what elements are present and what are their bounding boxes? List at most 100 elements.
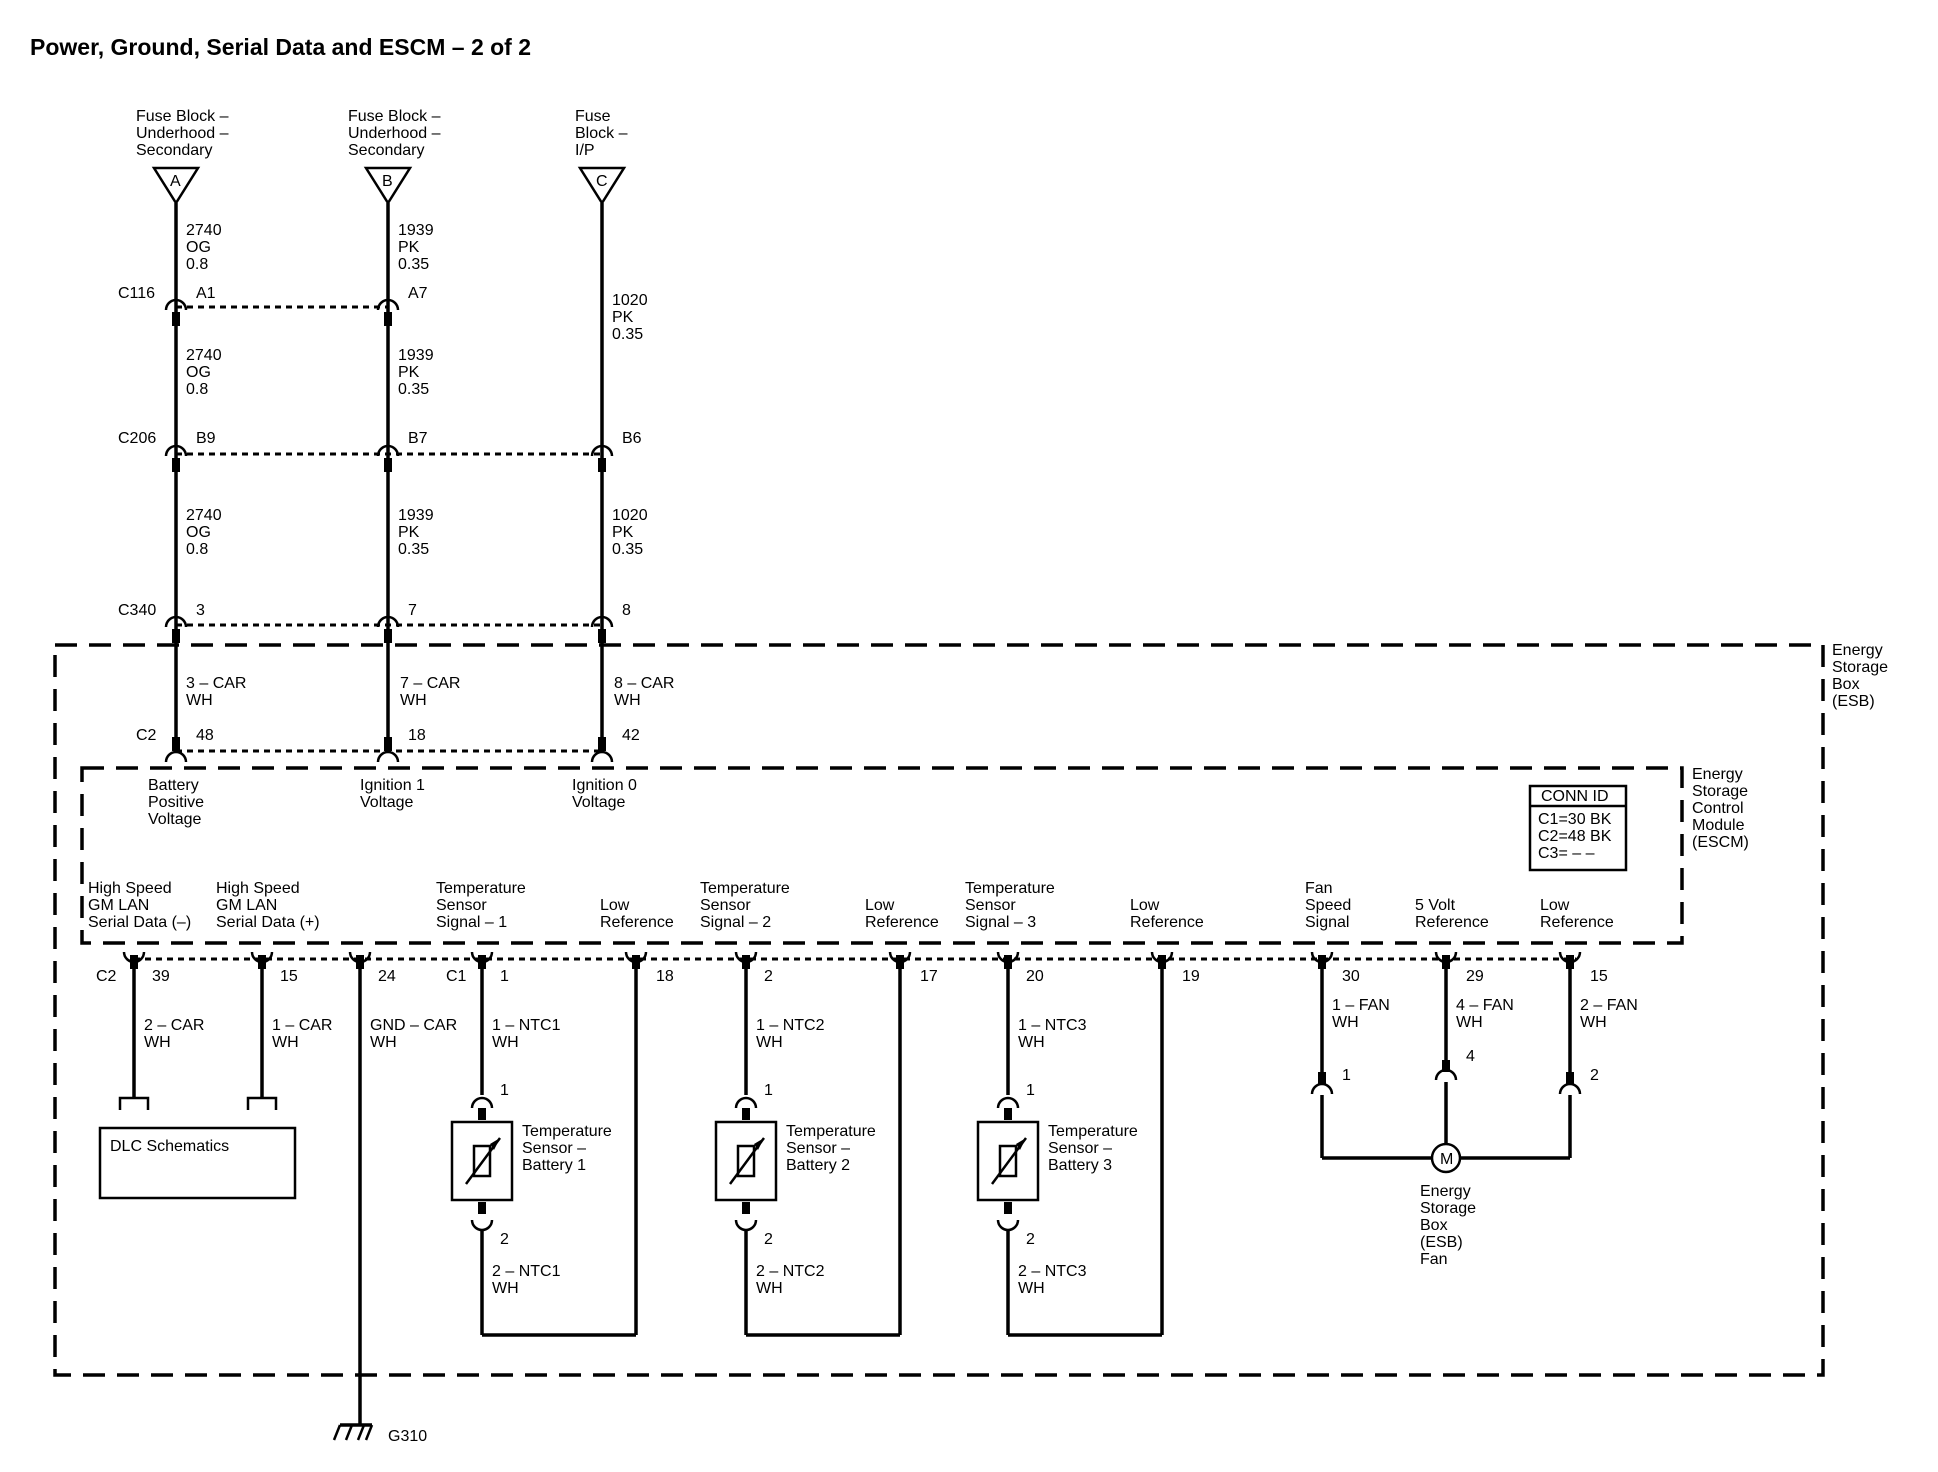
escm-label: Energy Storage Control Module (ESCM) bbox=[1692, 766, 1749, 851]
svg-text:2 – FAN: 2 – FAN bbox=[1580, 997, 1638, 1014]
conn-id-box: CONN ID C1=30 BK C2=48 BK C3= – – bbox=[1528, 784, 1628, 872]
wire-label-c-inside: 8 – CAR WH bbox=[614, 675, 674, 709]
svg-text:WH: WH bbox=[400, 692, 427, 709]
svg-text:5 Volt: 5 Volt bbox=[1415, 897, 1456, 914]
fuse-c-label-1: Fuse bbox=[575, 108, 611, 125]
fuse-a-label-2: Underhood – bbox=[136, 125, 229, 142]
svg-text:Control: Control bbox=[1692, 800, 1744, 817]
dlc-schematics-label: DLC Schematics bbox=[110, 1138, 229, 1155]
wire-label-a-seg2: 2740 OG 0.8 bbox=[186, 347, 222, 398]
svg-text:Sensor –: Sensor – bbox=[1048, 1140, 1112, 1157]
signal-low-ref-2: Low Reference bbox=[865, 897, 939, 931]
svg-text:Temperature: Temperature bbox=[522, 1123, 612, 1140]
input-ignition-0: Ignition 0 Voltage bbox=[572, 777, 637, 811]
svg-text:WH: WH bbox=[144, 1034, 171, 1051]
svg-text:Low: Low bbox=[1540, 897, 1570, 914]
fuse-a-letter: A bbox=[170, 173, 181, 190]
wire-label-c-seg3: 1020 PK 0.35 bbox=[612, 507, 648, 558]
svg-text:Serial Data (–): Serial Data (–) bbox=[88, 914, 191, 931]
svg-text:Module: Module bbox=[1692, 817, 1745, 834]
fuse-b-label-2: Underhood – bbox=[348, 125, 441, 142]
fuse-b-label-1: Fuse Block – bbox=[348, 108, 441, 125]
svg-text:7: 7 bbox=[408, 602, 417, 619]
fuse-c-triangle bbox=[577, 166, 627, 206]
svg-text:C206: C206 bbox=[118, 430, 156, 447]
svg-text:PK: PK bbox=[612, 309, 634, 326]
svg-text:Reference: Reference bbox=[1415, 914, 1489, 931]
svg-text:Temperature: Temperature bbox=[786, 1123, 876, 1140]
svg-text:2: 2 bbox=[764, 1231, 773, 1248]
svg-text:29: 29 bbox=[1466, 968, 1484, 985]
page-title: Power, Ground, Serial Data and ESCM – 2 … bbox=[30, 34, 531, 60]
svg-text:4: 4 bbox=[1466, 1048, 1475, 1065]
svg-text:Low: Low bbox=[865, 897, 895, 914]
svg-text:WH: WH bbox=[756, 1280, 783, 1297]
svg-text:7 – CAR: 7 – CAR bbox=[400, 675, 460, 692]
svg-text:C1=30 BK: C1=30 BK bbox=[1538, 811, 1612, 828]
esb-label: Energy Storage Box (ESB) bbox=[1832, 642, 1888, 710]
svg-text:0.8: 0.8 bbox=[186, 541, 208, 558]
svg-text:B7: B7 bbox=[408, 430, 428, 447]
svg-text:GM LAN: GM LAN bbox=[88, 897, 149, 914]
signal-five-volt-ref: 5 Volt Reference bbox=[1415, 897, 1489, 931]
svg-text:2740: 2740 bbox=[186, 222, 222, 239]
svg-text:1: 1 bbox=[1342, 1067, 1351, 1084]
svg-text:Fan: Fan bbox=[1305, 880, 1333, 897]
svg-text:Battery 2: Battery 2 bbox=[786, 1157, 850, 1174]
escm-box bbox=[80, 766, 1684, 945]
svg-text:Temperature: Temperature bbox=[436, 880, 526, 897]
signal-fan-speed: Fan Speed Signal bbox=[1305, 880, 1351, 931]
svg-text:C3= – –: C3= – – bbox=[1538, 845, 1595, 862]
lan-wires: 2 – CAR WH 1 – CAR WH bbox=[118, 969, 332, 1110]
svg-text:8: 8 bbox=[622, 602, 631, 619]
conn-id-header: CONN ID bbox=[1541, 788, 1609, 805]
svg-text:1020: 1020 bbox=[612, 292, 648, 309]
svg-text:Ignition 1: Ignition 1 bbox=[360, 777, 425, 794]
svg-text:15: 15 bbox=[280, 968, 298, 985]
svg-text:0.35: 0.35 bbox=[612, 541, 643, 558]
svg-text:High Speed: High Speed bbox=[88, 880, 172, 897]
svg-text:0.35: 0.35 bbox=[398, 381, 429, 398]
svg-text:Storage: Storage bbox=[1692, 783, 1748, 800]
svg-text:Sensor –: Sensor – bbox=[522, 1140, 586, 1157]
svg-text:1939: 1939 bbox=[398, 222, 434, 239]
svg-text:0.35: 0.35 bbox=[612, 326, 643, 343]
fuse-a-label-3: Secondary bbox=[136, 142, 213, 159]
svg-text:15: 15 bbox=[1590, 968, 1608, 985]
svg-text:WH: WH bbox=[492, 1034, 519, 1051]
wire-label-b-seg3: 1939 PK 0.35 bbox=[398, 507, 434, 558]
esb-box bbox=[53, 643, 1825, 1377]
svg-text:Signal – 3: Signal – 3 bbox=[965, 914, 1036, 931]
svg-text:3: 3 bbox=[196, 602, 205, 619]
wire-label-a-inside: 3 – CAR WH bbox=[186, 675, 246, 709]
wire-label-c-seg1: 1020 PK 0.35 bbox=[612, 292, 648, 343]
svg-text:1020: 1020 bbox=[612, 507, 648, 524]
input-battery-positive: Battery Positive Voltage bbox=[148, 777, 204, 828]
svg-text:17: 17 bbox=[920, 968, 938, 985]
svg-text:C2: C2 bbox=[136, 727, 157, 744]
connector-c206: C206 B9 B7 B6 bbox=[118, 430, 642, 472]
svg-text:2 – NTC2: 2 – NTC2 bbox=[756, 1263, 825, 1280]
svg-text:PK: PK bbox=[398, 239, 420, 256]
svg-text:GND – CAR: GND – CAR bbox=[370, 1017, 457, 1034]
svg-text:B9: B9 bbox=[196, 430, 216, 447]
fuse-c-label-2: Block – bbox=[575, 125, 628, 142]
svg-text:WH: WH bbox=[756, 1034, 783, 1051]
svg-text:2 – NTC3: 2 – NTC3 bbox=[1018, 1263, 1087, 1280]
svg-text:3 – CAR: 3 – CAR bbox=[186, 675, 246, 692]
svg-text:A7: A7 bbox=[408, 285, 428, 302]
svg-text:1939: 1939 bbox=[398, 347, 434, 364]
svg-text:Energy: Energy bbox=[1692, 766, 1743, 783]
connector-c1: C1 1 18 2 17 20 19 30 29 15 bbox=[446, 968, 1608, 985]
svg-text:Signal – 2: Signal – 2 bbox=[700, 914, 771, 931]
signal-lan-neg: High Speed GM LAN Serial Data (–) bbox=[88, 880, 191, 931]
svg-text:PK: PK bbox=[398, 524, 420, 541]
svg-text:Temperature: Temperature bbox=[965, 880, 1055, 897]
svg-text:Sensor: Sensor bbox=[700, 897, 751, 914]
wire-label-a-seg1: 2740 OG 0.8 bbox=[186, 222, 222, 273]
svg-text:A1: A1 bbox=[196, 285, 216, 302]
connector-c116: C116 A1 A7 bbox=[118, 285, 428, 326]
dlc-schematics-box[interactable]: DLC Schematics bbox=[98, 1126, 297, 1200]
svg-text:2: 2 bbox=[1590, 1067, 1599, 1084]
temp-sensor-1-circuit: 1 – NTC1 WH 2 – NTC1 WH 1 2 Temperature … bbox=[450, 969, 638, 1337]
